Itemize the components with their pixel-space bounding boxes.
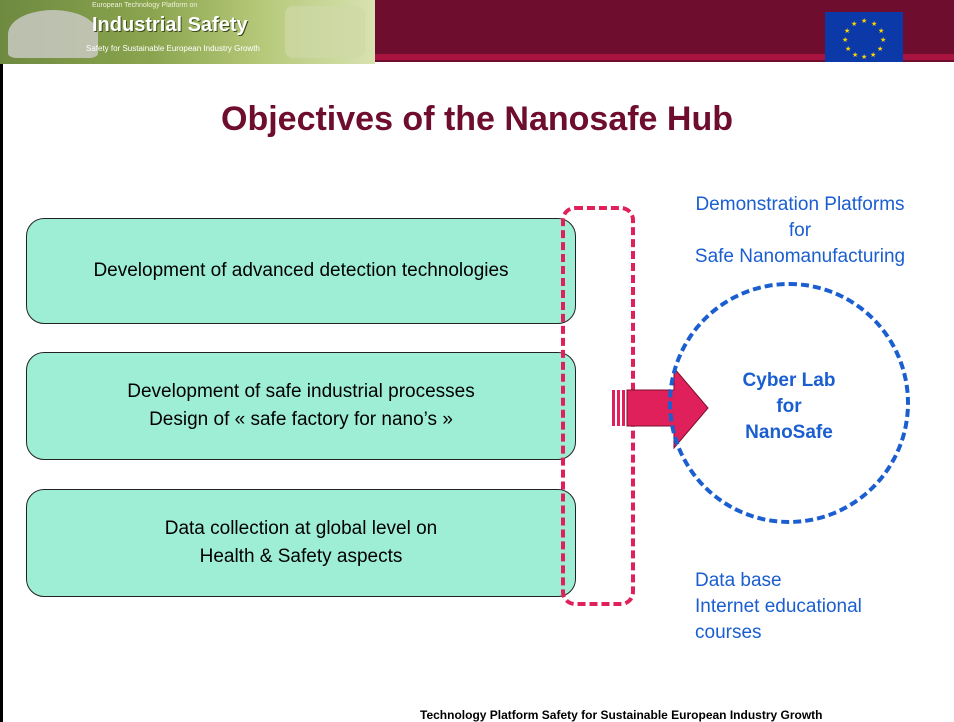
cyber-lab-circle — [668, 282, 910, 524]
data-line-2: Internet educational — [695, 596, 862, 617]
objective-text: Development of safe industrial processes… — [127, 381, 475, 430]
eu-flag-icon: ★ ★ ★ ★ ★ ★ ★ ★ ★ ★ ★ ★ — [825, 12, 903, 62]
logo-tagline-bottom: Safety for Sustainable European Industry… — [86, 44, 260, 53]
industrial-safety-logo: European Technology Platform on Industri… — [0, 0, 375, 64]
footer-text: Technology Platform Safety for Sustainab… — [420, 708, 823, 722]
cyber-lab-label: Cyber Lab for NanoSafe — [742, 370, 836, 443]
header-band-line — [375, 54, 954, 60]
objective-text: Data collection at global level on Healt… — [164, 518, 438, 567]
helmet-icon — [8, 10, 98, 58]
objective-box-data-collection: Data collection at global level on Healt… — [26, 489, 576, 597]
objective-box-detection: Development of advanced detection techno… — [26, 218, 576, 324]
database-caption: Data base Internet educational courses — [695, 568, 945, 646]
demonstration-platforms-caption: Demonstration Platforms for Safe Nanoman… — [650, 192, 950, 270]
puzzle-icon — [285, 6, 365, 58]
objective-box-processes: Development of safe industrial processes… — [26, 352, 576, 460]
objective-text: Development of advanced detection techno… — [93, 260, 509, 281]
demo-line-3: Safe Nanomanufacturing — [694, 246, 906, 267]
data-line-3: courses — [695, 622, 762, 643]
demo-line-1: Demonstration Platforms — [695, 194, 905, 215]
logo-brand: Industrial Safety — [92, 14, 248, 36]
demo-line-2: for — [788, 220, 812, 241]
left-rule — [0, 0, 3, 722]
logo-tagline-top: European Technology Platform on — [92, 2, 198, 9]
data-line-1: Data base — [695, 570, 782, 591]
slide-title: Objectives of the Nanosafe Hub — [221, 100, 733, 138]
